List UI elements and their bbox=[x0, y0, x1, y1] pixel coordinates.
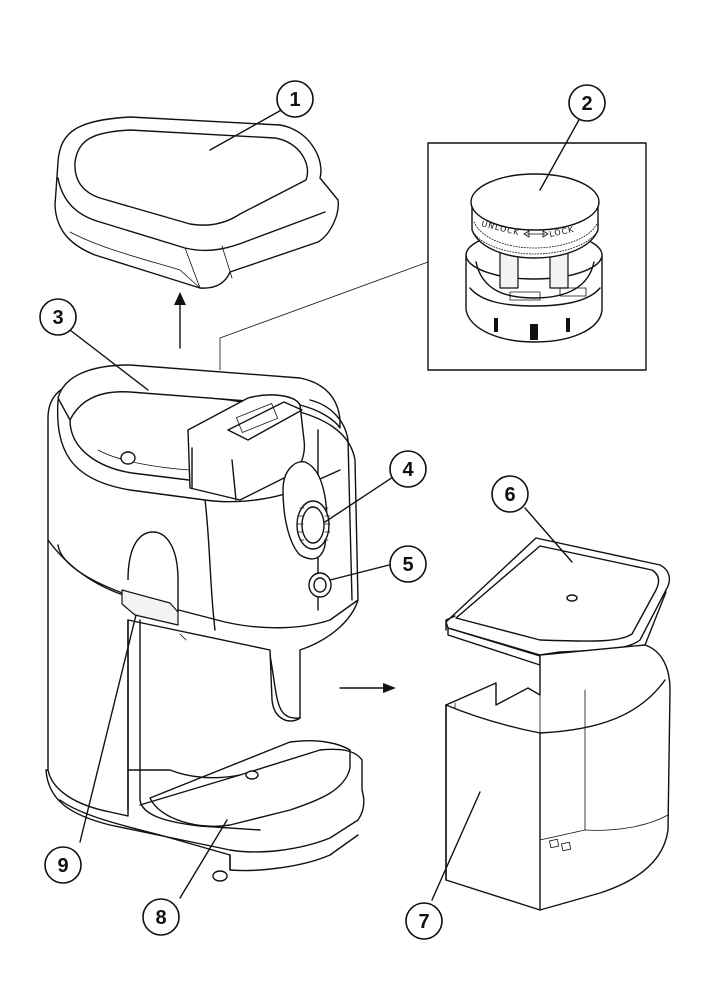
callout-9-label: 9 bbox=[57, 855, 68, 877]
callout-7-label: 7 bbox=[418, 911, 429, 933]
callout-2: 2 bbox=[569, 85, 605, 121]
callout-6-label: 6 bbox=[504, 484, 515, 506]
power-button bbox=[309, 573, 331, 597]
hopper-lid bbox=[55, 117, 338, 288]
burr-lock-collar bbox=[466, 174, 602, 342]
callout-9: 9 bbox=[45, 847, 81, 883]
callout-6: 6 bbox=[492, 476, 528, 512]
callout-8: 8 bbox=[143, 899, 179, 935]
callout-1-label: 1 bbox=[289, 89, 300, 111]
callout-5-label: 5 bbox=[402, 554, 413, 576]
grounds-container bbox=[446, 645, 670, 910]
callout-3: 3 bbox=[40, 299, 76, 335]
callout-3-label: 3 bbox=[52, 307, 63, 329]
callout-2-label: 2 bbox=[581, 93, 592, 115]
callout-8-label: 8 bbox=[155, 907, 166, 929]
callout-7: 7 bbox=[406, 903, 442, 939]
callout-5: 5 bbox=[390, 546, 426, 582]
callout-1: 1 bbox=[277, 81, 313, 117]
grinder-body bbox=[46, 365, 364, 881]
callout-4-label: 4 bbox=[402, 459, 414, 481]
remove-arrow bbox=[340, 683, 396, 693]
callout-4: 4 bbox=[390, 451, 426, 487]
lift-arrow bbox=[174, 292, 186, 348]
